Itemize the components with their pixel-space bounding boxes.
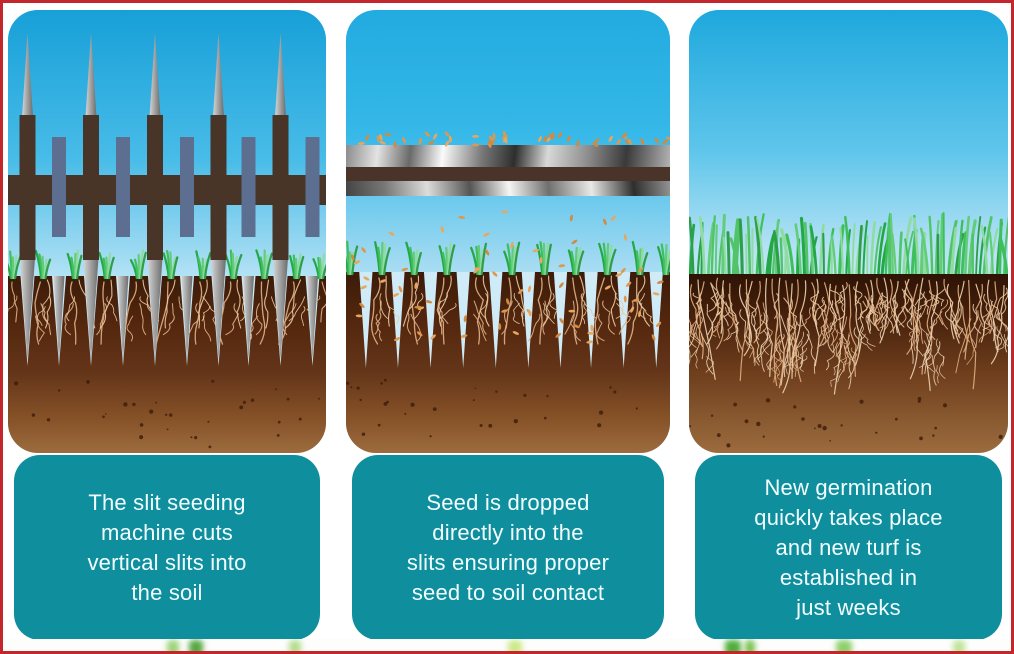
grass-blade-blur xyxy=(953,640,965,651)
slit-machine-illustration xyxy=(8,10,326,453)
grass-blade-blur xyxy=(745,640,755,651)
caption-step-2: Seed is dropped directly into the slits … xyxy=(352,455,664,640)
grass-blade-blur xyxy=(289,640,301,651)
background-grass-strip xyxy=(3,639,1011,651)
panel-step-3: New germination quickly takes place and … xyxy=(689,10,1008,640)
seed-drop-illustration-svg xyxy=(346,10,670,453)
grass-blade-blur xyxy=(725,640,741,651)
caption-step-3: New germination quickly takes place and … xyxy=(695,455,1002,640)
panel-step-1: The slit seeding machine cuts vertical s… xyxy=(8,10,326,640)
slit-machine-illustration-svg xyxy=(8,10,326,453)
new-turf-illustration-svg xyxy=(689,10,1008,453)
process-steps: The slit seeding machine cuts vertical s… xyxy=(5,10,1008,640)
seed-drop-illustration xyxy=(346,10,670,453)
grass-blade-blur xyxy=(189,640,203,651)
grass-blade-blur xyxy=(836,640,852,651)
grass-blade-blur xyxy=(167,640,179,651)
new-turf-illustration xyxy=(689,10,1008,453)
grass-blade-blur xyxy=(508,640,522,651)
caption-step-1: The slit seeding machine cuts vertical s… xyxy=(14,455,320,640)
panel-step-2: Seed is dropped directly into the slits … xyxy=(346,10,670,640)
